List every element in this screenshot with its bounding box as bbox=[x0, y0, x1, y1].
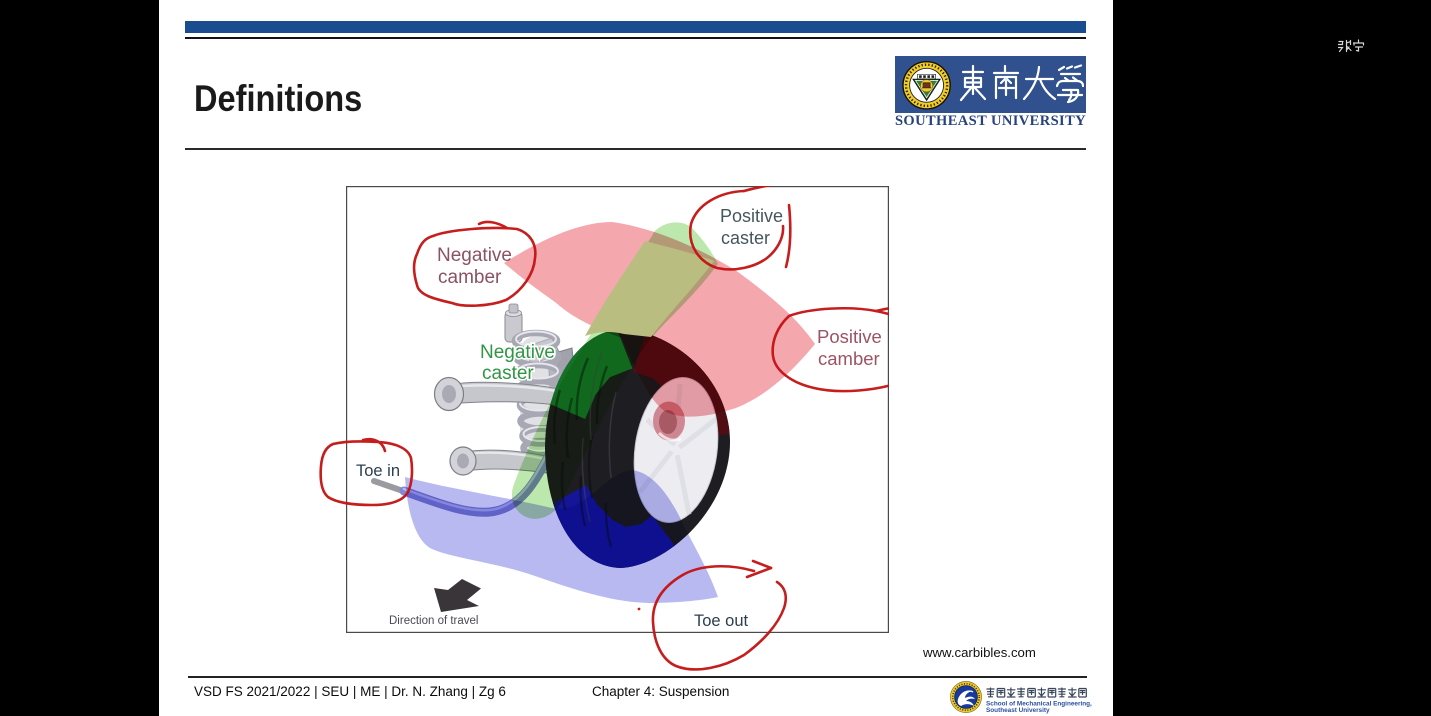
svg-text:caster: caster bbox=[482, 363, 534, 384]
svg-text:Negative: Negative bbox=[480, 342, 555, 363]
svg-text:Toe in: Toe in bbox=[356, 462, 400, 480]
svg-text:Positive: Positive bbox=[720, 206, 783, 226]
svg-text:camber: camber bbox=[818, 348, 880, 369]
svg-text:Positive: Positive bbox=[817, 326, 882, 347]
svg-text:Direction of travel: Direction of travel bbox=[389, 615, 478, 627]
svg-text:Toe out: Toe out bbox=[694, 612, 749, 630]
svg-text:camber: camber bbox=[438, 267, 502, 288]
svg-text:caster: caster bbox=[721, 228, 770, 248]
svg-text:Negative: Negative bbox=[437, 245, 512, 266]
svg-text:Southeast University: Southeast University bbox=[986, 707, 1050, 714]
svg-text:School of Mechanical Engineeri: School of Mechanical Engineering, bbox=[986, 701, 1092, 708]
